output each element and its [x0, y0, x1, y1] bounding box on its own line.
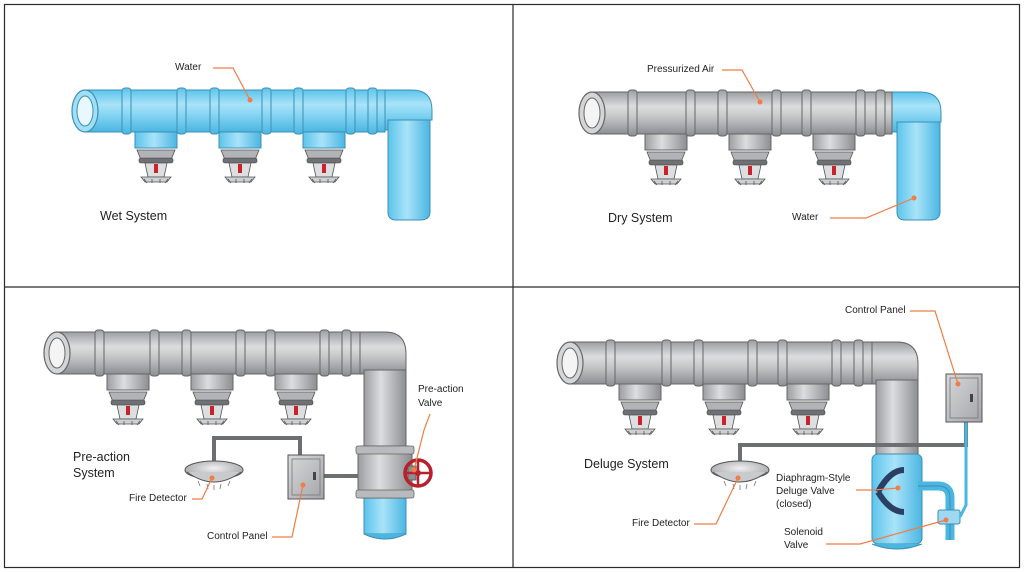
- preaction-system-title-line2: System: [73, 466, 115, 480]
- label-diaphragm-line3: (closed): [776, 499, 812, 510]
- label-diaphragm-line2: Deluge Valve: [776, 486, 835, 497]
- fire-detector: [184, 460, 244, 490]
- label-fire-detector: Fire Detector: [129, 493, 187, 504]
- dry-system-title: Dry System: [608, 211, 673, 225]
- deluge-system-title: Deluge System: [584, 457, 669, 471]
- label-solenoid-line2: Valve: [784, 540, 809, 551]
- wet-system-diagram: [71, 67, 433, 221]
- preaction-system-title-line1: Pre-action: [73, 450, 130, 464]
- label-fire-detector: Fire Detector: [632, 518, 690, 529]
- label-pressurized-air: Pressurized Air: [647, 64, 715, 75]
- label-water: Water: [792, 212, 819, 223]
- preaction-valve-handwheel: [403, 458, 433, 488]
- preaction-system-diagram: [43, 329, 433, 540]
- dry-system-diagram: [578, 69, 942, 221]
- label-control-panel: Control Panel: [845, 305, 906, 316]
- label-solenoid-line1: Solenoid: [784, 527, 823, 538]
- control-panel-box: [287, 454, 325, 500]
- label-water: Water: [175, 62, 202, 73]
- control-panel-box: [945, 373, 983, 423]
- label-control-panel: Control Panel: [207, 531, 268, 542]
- fire-detector: [710, 460, 770, 490]
- deluge-system-diagram: [556, 310, 983, 550]
- label-preaction-valve-line1: Pre-action: [418, 384, 464, 395]
- label-diaphragm-line1: Diaphragm-Style: [776, 473, 851, 484]
- wet-system-title: Wet System: [100, 209, 168, 223]
- label-preaction-valve-line2: Valve: [418, 398, 443, 409]
- quadrant-borders: [3, 3, 1021, 569]
